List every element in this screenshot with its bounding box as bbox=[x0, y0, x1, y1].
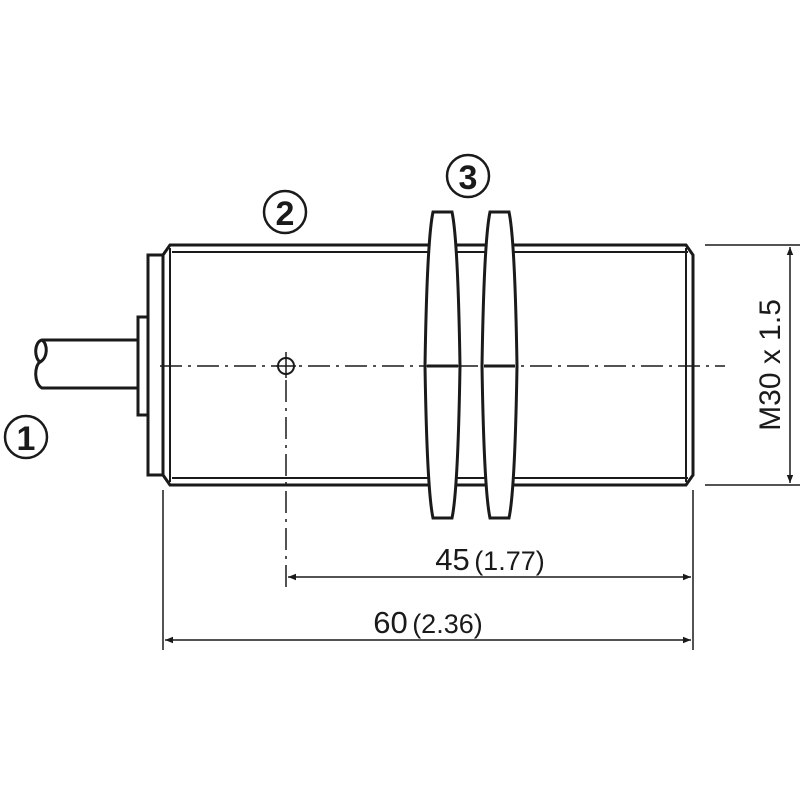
dimension-60-mm: 60 bbox=[373, 605, 407, 640]
thread-dimension-text: M30 x 1.5 bbox=[754, 299, 787, 431]
dimension-60-in: (2.36) bbox=[412, 609, 483, 639]
callout-3-circle bbox=[445, 153, 491, 199]
dimension-45-in: (1.77) bbox=[474, 546, 545, 576]
led-indicator-icon bbox=[276, 352, 296, 378]
callout-1-label: 1 bbox=[17, 420, 36, 458]
cable bbox=[34, 338, 138, 390]
mounting-nut-1 bbox=[423, 210, 462, 520]
callout-2-circle bbox=[262, 189, 308, 235]
extension-lines bbox=[162, 244, 800, 650]
dimension-45-mm: 45 bbox=[435, 542, 469, 577]
rear-flange bbox=[146, 253, 165, 477]
mounting-nut-2 bbox=[480, 210, 519, 520]
callout-3-label: 3 bbox=[459, 159, 478, 197]
threaded-housing bbox=[161, 243, 695, 487]
dimension-45-text: 45 (1.77) bbox=[435, 542, 544, 577]
callout-2-label: 2 bbox=[276, 195, 295, 233]
callout-1-circle bbox=[3, 414, 49, 460]
dimension-60-text: 60 (2.36) bbox=[373, 605, 482, 640]
